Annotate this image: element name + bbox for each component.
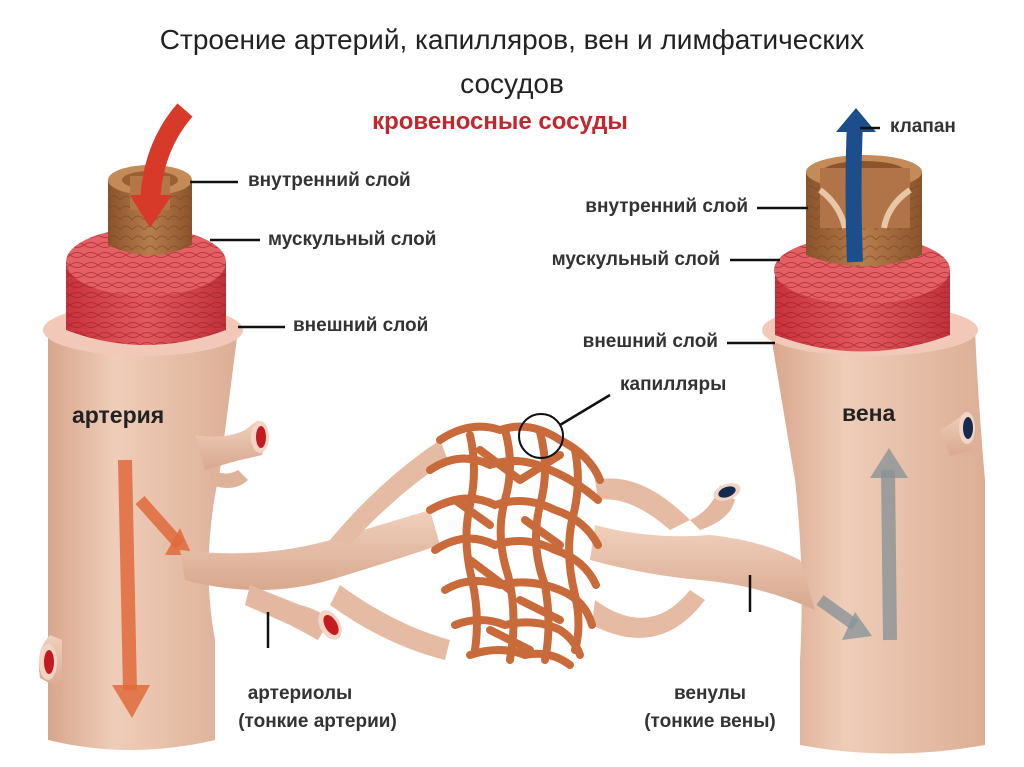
leader-lines <box>190 126 880 648</box>
vein-vessel <box>762 108 985 754</box>
artery-outer-layer-label: внешний слой <box>293 315 429 336</box>
title-line-1: Строение артерий, капилляров, вен и лимф… <box>159 24 865 55</box>
vein-valve-label: клапан <box>890 116 956 137</box>
diagram-subtitle: кровеносные сосуды <box>372 108 628 135</box>
vein-outer-layer-label: внешний слой <box>582 331 718 352</box>
artery-vessel <box>38 103 269 750</box>
artery-muscle-layer-label: мускульный слой <box>268 229 437 250</box>
arterioles-label: артериолы <box>247 683 353 704</box>
arterioles <box>180 440 450 660</box>
venules-note: (тонкие вены) <box>644 711 776 732</box>
arterioles-note: (тонкие артерии) <box>238 711 397 732</box>
artery-inner-layer-label: внутренний слой <box>248 170 411 191</box>
title-line-2: сосудов <box>460 68 564 99</box>
vein-inner-layer-label: внутренний слой <box>585 196 748 217</box>
venules-label: венулы <box>673 683 747 704</box>
vein-label: вена <box>842 400 896 426</box>
capillary-network <box>426 422 604 669</box>
capillary-highlight-circle <box>518 413 564 459</box>
vein-muscle-layer-label: мускульный слой <box>551 249 720 270</box>
capillaries-label: капилляры <box>620 374 727 395</box>
venules <box>590 478 815 638</box>
slide-title: Строение артерий, капилляров, вен и лимф… <box>0 18 1024 106</box>
artery-label: артерия <box>72 402 165 428</box>
